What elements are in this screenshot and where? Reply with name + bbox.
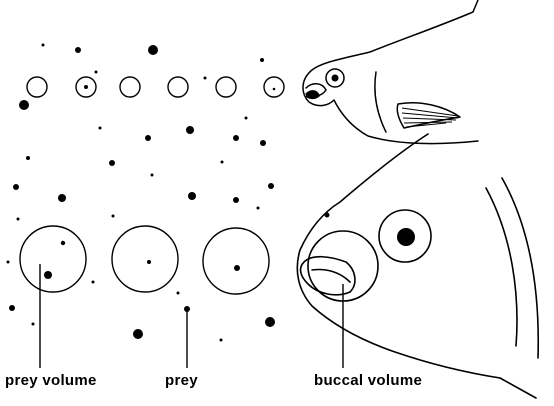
prey-dot xyxy=(109,160,115,166)
large-fish-head xyxy=(297,134,538,398)
prey-dot xyxy=(177,292,180,295)
prey-volume-circle-small xyxy=(216,77,236,97)
small-fish-gill xyxy=(375,72,386,132)
prey-dot xyxy=(148,45,158,55)
prey-dot xyxy=(234,265,240,271)
prey-dot xyxy=(133,329,143,339)
prey-dot xyxy=(186,126,194,134)
prey-volume-circle-small xyxy=(264,77,284,97)
prey-dot xyxy=(233,135,239,141)
buccal-volume-label: buccal volume xyxy=(314,372,422,389)
large-fish-details xyxy=(325,213,416,247)
prey-dot xyxy=(58,194,66,202)
small-circle-prey xyxy=(84,85,275,90)
prey-dot xyxy=(92,281,95,284)
prey-dot xyxy=(188,192,196,200)
prey-volume-circle-small xyxy=(168,77,188,97)
large-fish-gill-outer xyxy=(502,178,538,358)
prey-dot xyxy=(95,71,98,74)
prey-volume-label: prey volume xyxy=(5,372,97,389)
large-circle-prey xyxy=(44,241,240,279)
prey-dot xyxy=(151,174,154,177)
prey-dot xyxy=(245,117,248,120)
prey-dot xyxy=(147,260,151,264)
prey-dot xyxy=(13,184,19,190)
large-fish-lip-line xyxy=(312,270,350,283)
prey-dot xyxy=(145,135,151,141)
prey-dot xyxy=(44,271,52,279)
large-fish-throat xyxy=(500,378,536,398)
large-fish-gill-inner xyxy=(486,188,517,346)
small-fish-lip xyxy=(306,90,320,99)
prey-dot xyxy=(26,156,30,160)
prey-dot xyxy=(99,127,102,130)
prey-volume-circle-large xyxy=(203,228,269,294)
prey-dot xyxy=(9,305,15,311)
prey-dot xyxy=(260,140,266,146)
large-fish-nostril xyxy=(325,213,330,218)
prey-dot xyxy=(84,85,88,89)
prey-volume-circle-large xyxy=(20,226,86,292)
prey-dot xyxy=(112,215,115,218)
large-fish-outline xyxy=(297,134,500,378)
prey-dot xyxy=(220,339,223,342)
prey-volume-circle-small xyxy=(27,77,47,97)
prey-dot xyxy=(42,44,45,47)
prey-dot xyxy=(233,197,239,203)
prey-dot xyxy=(61,241,65,245)
prey-dot xyxy=(32,323,35,326)
prey-dot xyxy=(75,47,81,53)
prey-dot xyxy=(260,58,264,62)
large-fish-pupil xyxy=(397,228,415,246)
prey-dot xyxy=(268,183,274,189)
prey-volume-circle-small xyxy=(120,77,140,97)
prey-dot xyxy=(17,218,20,221)
prey-dot xyxy=(257,207,260,210)
prey-dot xyxy=(204,77,207,80)
small-prey-volume-row xyxy=(27,77,284,97)
leader-lines xyxy=(40,264,343,368)
prey-volume-circle-large xyxy=(112,226,178,292)
prey-dot xyxy=(273,88,276,91)
small-fish-pupil xyxy=(332,75,339,82)
prey-dot xyxy=(221,161,224,164)
prey-dot xyxy=(19,100,29,110)
prey-dot xyxy=(265,317,275,327)
prey-label: prey xyxy=(165,372,198,389)
prey-dot xyxy=(7,261,10,264)
large-prey-volume-row xyxy=(20,226,269,294)
